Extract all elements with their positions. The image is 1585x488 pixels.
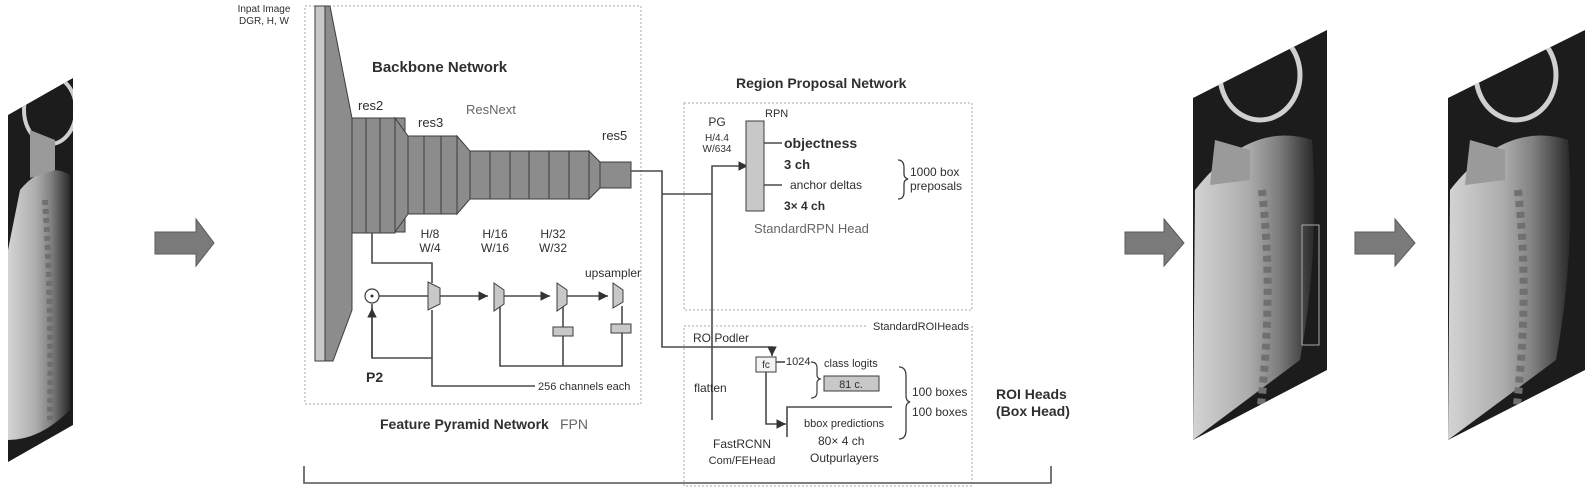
roi-heads-container (683, 325, 973, 487)
bbox-bracket-wire (786, 406, 892, 437)
res5-stage (599, 161, 632, 189)
lateral-conv-block (427, 281, 441, 311)
fc-label: fc (762, 360, 770, 371)
scale-w-32: W/32 (539, 241, 567, 255)
rpn-head-label: StandardRPN Head (754, 221, 869, 236)
input-xray-image (8, 78, 73, 462)
roi-container-label: StandardROIHeads (873, 321, 969, 333)
res3-stage (407, 134, 471, 216)
box-head-label-2: Com/FEHead (709, 455, 776, 467)
rpn-title: Region Proposal Network (736, 75, 907, 91)
roi-heads-title-1: ROI Heads (996, 386, 1067, 402)
proposals-label-2: preposals (910, 179, 962, 193)
res2-stage (351, 116, 409, 234)
input-shape-label: DGR, H, W (239, 16, 290, 27)
p2-label: P2 (366, 369, 383, 385)
objectness-ch-label: 3 ch (784, 157, 810, 172)
box-head-label-1: FastRCNN (713, 437, 771, 451)
pipeline-bracket (303, 466, 1052, 484)
res5-label: res5 (602, 128, 627, 143)
rpn-container (683, 102, 973, 311)
upsampler-label: upsampler (585, 266, 641, 280)
res2-label: res2 (358, 98, 383, 113)
output-conv-block (552, 326, 574, 337)
output-conv-block (610, 323, 632, 334)
roi-pooler-label: RO Podler (693, 331, 749, 345)
scale-h-32: H/32 (540, 227, 566, 241)
res4-stage (469, 149, 601, 201)
boxes-label-1: 100 boxes (912, 385, 967, 399)
scale-h-8: H/8 (421, 227, 440, 241)
scale-h-16: H/16 (482, 227, 508, 241)
pg-to-rpn-wire (711, 161, 748, 420)
boxes-label-2: 100 boxes (912, 405, 967, 419)
scale-w-4: W/4 (419, 241, 441, 255)
flow-arrow-icon (154, 217, 215, 268)
bbox-ch-label: 80× 4 ch (818, 434, 864, 448)
anchor-ch-label: 3× 4 ch (784, 199, 825, 213)
objectness-label: objectness (784, 135, 857, 151)
bbox-predictions-label: bbox predictions (804, 418, 885, 430)
upsampler-block (612, 282, 624, 309)
res3-label: res3 (418, 115, 443, 130)
class-logits-label: class logits (824, 358, 878, 370)
fpn-wiring (367, 233, 623, 387)
channels-label: 256 channels each (538, 381, 630, 393)
input-image-label: Inpat Image (238, 4, 291, 15)
class-count-label: 81 c. (839, 379, 863, 391)
fpn-title: Feature Pyramid Network (380, 416, 549, 432)
detection-xray-image (1193, 30, 1327, 440)
pg-h-label: H/4.4 (705, 133, 729, 144)
backbone-title: Backbone Network (372, 59, 508, 76)
flow-arrow-icon (1354, 217, 1416, 268)
sum-node-dot (370, 294, 374, 298)
upsampler-block (493, 282, 505, 312)
flatten-label: flatten (694, 381, 727, 395)
output-layers-label: Outpurlayers (810, 451, 879, 465)
roi-heads-title-2: (Box Head) (996, 403, 1070, 419)
output-xray-image (1448, 30, 1585, 440)
boxes-brace-icon (898, 366, 911, 440)
stem-block (324, 5, 353, 362)
backbone-fpn-container (304, 5, 642, 405)
rpn-label: RPN (765, 108, 788, 120)
pg-w-label: W/634 (703, 144, 732, 155)
proposals-brace-icon (897, 159, 909, 200)
pg-label: PG (708, 115, 725, 129)
roi-label-backdrop (866, 320, 970, 332)
rpn-conv-block (745, 120, 765, 212)
scale-w-16: W/16 (481, 241, 509, 255)
resnext-label: ResNext (466, 102, 516, 117)
fpn-abbr: FPN (560, 416, 588, 432)
fc-to-bbox-wire (765, 372, 786, 429)
fc-brace-icon (810, 361, 822, 399)
input-layer-block (314, 5, 326, 362)
upsampler-block (556, 282, 568, 312)
anchor-deltas-label: anchor deltas (790, 178, 862, 192)
proposals-label-1: 1000 box (910, 165, 959, 179)
fc-dim-label: 1024 (786, 356, 810, 368)
res5-to-heads-wire (631, 170, 777, 356)
flow-arrow-icon (1124, 217, 1185, 268)
class-logits-block (823, 375, 880, 392)
